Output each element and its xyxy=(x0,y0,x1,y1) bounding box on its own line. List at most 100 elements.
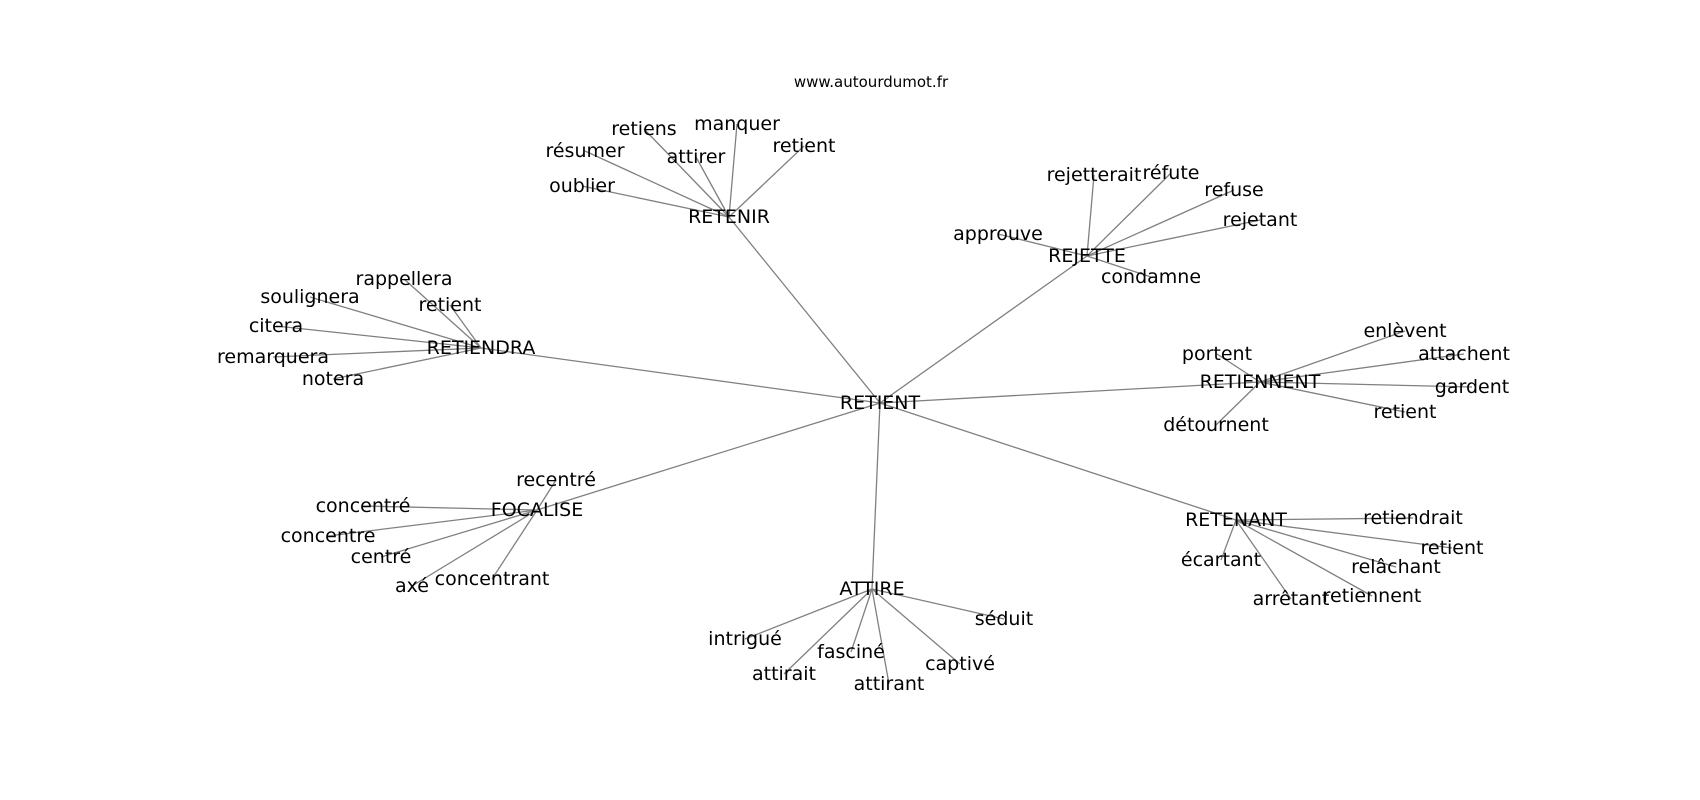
edge-rejette-refute xyxy=(1086,172,1172,257)
leaf-node-retiennent-portent: portent xyxy=(1182,343,1252,365)
leaf-node-retiendra-retient: retient xyxy=(419,294,482,316)
edge-retiendra-soulignera xyxy=(309,296,482,349)
edge-retenir-resumer xyxy=(584,150,730,218)
leaf-node-retenant-relachant: relâchant xyxy=(1351,556,1441,578)
leaf-node-rejette-condamne: condamne xyxy=(1101,266,1201,288)
edge-rejette-rejetterait xyxy=(1086,174,1095,257)
edge-retiendra-remarquera xyxy=(272,347,482,358)
edge-retiennent-portent xyxy=(1216,353,1261,383)
edge-attire-intrigue xyxy=(744,588,873,640)
leaf-node-retenir-resumer: résumer xyxy=(545,140,624,162)
leaf-node-attire-captive: captivé xyxy=(925,653,995,675)
leaf-node-rejette-rejetterait: rejetterait xyxy=(1047,164,1142,186)
edge-retenant-retiennent xyxy=(1235,519,1373,597)
edge-attire-attirait xyxy=(783,588,873,675)
leaf-node-retenir-attirer: attirer xyxy=(667,146,726,168)
leaf-node-attire-attirait: attirait xyxy=(752,663,816,685)
cluster-node-retenant: RETENANT xyxy=(1185,509,1287,531)
edge-retiendra-rappellera xyxy=(403,278,482,349)
leaf-node-retiendra-notera: notera xyxy=(302,368,364,390)
leaf-node-rejette-approuve: approuve xyxy=(953,223,1043,245)
leaf-node-attire-seduit: séduit xyxy=(975,608,1033,630)
graph-edges xyxy=(272,123,1473,685)
edge-retenant-relachant xyxy=(1235,519,1397,568)
edge-retenir-oublier xyxy=(581,185,730,218)
edge-center-retenant xyxy=(879,402,1237,521)
edge-attire-captive xyxy=(871,588,961,665)
edge-retiendra-retient xyxy=(449,304,482,349)
edge-rejette-condamne xyxy=(1086,255,1152,278)
cluster-node-retiennent: RETIENNENT xyxy=(1200,371,1321,393)
edge-retiennent-gardent xyxy=(1259,381,1473,388)
edge-retenir-attirer xyxy=(695,156,730,218)
edge-retenir-manquer xyxy=(728,123,738,218)
leaf-node-retenant-arretant: arrêtant xyxy=(1253,588,1330,610)
edge-center-focalise xyxy=(536,402,881,511)
edge-retenir-retiens xyxy=(643,128,730,218)
edge-attire-fascine xyxy=(850,588,873,653)
edge-retiennent-detournent xyxy=(1215,381,1261,426)
leaf-node-attire-intrigue: intrigué xyxy=(708,628,782,650)
leaf-node-retiendra-soulignera: soulignera xyxy=(260,286,359,308)
edge-center-attire xyxy=(871,402,881,590)
leaf-node-retenir-retient: retient xyxy=(773,135,836,157)
center-node-label: RETIENT xyxy=(840,392,921,414)
edge-retiendra-notera xyxy=(332,347,482,380)
leaf-node-rejette-refute: réfute xyxy=(1143,162,1200,184)
cluster-node-attire: ATTIRE xyxy=(839,578,904,600)
leaf-node-retiennent-gardent: gardent xyxy=(1435,376,1509,398)
leaf-node-retiennent-retient: retient xyxy=(1374,401,1437,423)
leaf-node-retiendra-remarquera: remarquera xyxy=(217,346,329,368)
leaf-node-focalise-recentre: recentré xyxy=(516,469,596,491)
leaf-node-attire-fascine: fasciné xyxy=(817,641,885,663)
leaf-node-focalise-centre: centré xyxy=(351,546,412,568)
leaf-node-retiennent-detournent: détournent xyxy=(1163,414,1269,436)
leaf-node-focalise-concentre: concentre xyxy=(281,525,376,547)
leaf-node-rejette-refuse: refuse xyxy=(1204,179,1263,201)
edge-rejette-approuve xyxy=(997,233,1088,257)
edge-retiendra-citera xyxy=(275,325,482,349)
edge-retiennent-retient xyxy=(1259,381,1406,413)
edge-center-retiendra xyxy=(480,347,881,404)
edge-retenant-retiendrait xyxy=(1235,517,1414,521)
edge-center-rejette xyxy=(879,255,1088,404)
leaf-node-retenant-retiendrait: retiendrait xyxy=(1363,507,1463,529)
leaf-node-focalise-axe: axé xyxy=(395,575,429,597)
edge-rejette-rejetant xyxy=(1086,219,1261,257)
leaf-node-attire-attirant: attirant xyxy=(854,673,925,695)
leaf-node-retenir-oublier: oublier xyxy=(549,175,615,197)
edge-center-retenir xyxy=(728,216,881,404)
edge-retenir-retient xyxy=(728,145,805,218)
leaf-node-retenant-retient: retient xyxy=(1421,537,1484,559)
edge-focalise-recentre xyxy=(536,479,557,511)
cluster-node-retiendra: RETIENDRA xyxy=(427,337,536,359)
edge-retiennent-enlevent xyxy=(1259,330,1406,383)
site-url: www.autourdumot.fr xyxy=(794,73,949,91)
leaf-node-retenant-retiennent: retiennent xyxy=(1323,585,1422,607)
cluster-node-retenir: RETENIR xyxy=(688,206,770,228)
edge-center-retiennent xyxy=(879,381,1261,404)
leaf-node-retenir-manquer: manquer xyxy=(694,113,780,135)
cluster-node-focalise: FOCALISE xyxy=(491,499,583,521)
edge-focalise-concentre xyxy=(327,509,538,537)
edge-retenant-arretant xyxy=(1235,519,1292,600)
edge-focalise-centre xyxy=(380,509,538,558)
edge-attire-attirant xyxy=(871,588,890,685)
cluster-node-rejette: REJETTE xyxy=(1048,245,1126,267)
edge-attire-seduit xyxy=(871,588,1005,620)
leaf-node-retiendra-rappellera: rappellera xyxy=(356,268,453,290)
edge-focalise-concentre xyxy=(362,505,538,511)
edge-retiennent-attachent xyxy=(1259,353,1465,383)
edge-focalise-concentrant xyxy=(491,509,538,580)
leaf-node-rejette-rejetant: rejetant xyxy=(1223,209,1298,231)
leaf-node-retenant-ecartant: écartant xyxy=(1181,549,1261,571)
edge-rejette-refuse xyxy=(1086,189,1235,257)
edge-retenant-retient xyxy=(1235,519,1453,549)
edge-retenant-ecartant xyxy=(1220,519,1237,561)
leaf-node-retiendra-citera: citera xyxy=(249,315,303,337)
leaf-node-retiennent-enlevent: enlèvent xyxy=(1363,320,1446,342)
leaf-node-focalise-concentrant: concentrant xyxy=(435,568,550,590)
leaf-node-retenir-retiens: retiens xyxy=(611,118,676,140)
